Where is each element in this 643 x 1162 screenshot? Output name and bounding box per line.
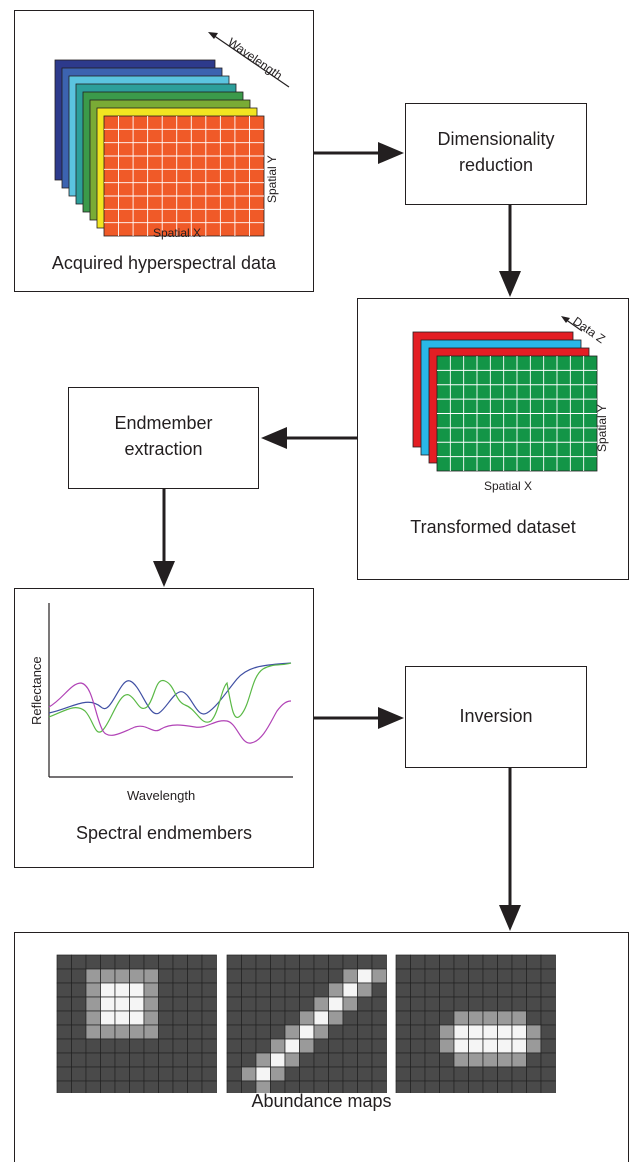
acquired-data-panel: Wavelength Spatial Y Spatial X Acquired … [14,10,314,292]
endmember-extraction-label: Endmember extraction [114,413,213,459]
transformed-dataset-caption: Transformed dataset [410,517,576,537]
abundance-map-3 [395,954,556,1093]
arrowhead-down-1 [499,271,521,297]
reflectance-axis-label: Reflectance [29,656,44,725]
spectral-endmembers-caption: Spectral endmembers [75,823,253,843]
arrowhead-left-1 [261,427,287,449]
acquired-data-caption: Acquired hyperspectral data [51,253,277,273]
spectral-endmembers-panel: Reflectance Wavelength Spectral endmembe… [14,588,314,868]
inversion-label: Inversion [459,706,533,726]
spatial-x-axis-label: Spatial X [484,479,532,493]
transformed-cube: Data Z Spatial Y Spatial X [412,314,609,493]
data-z-arrowhead [561,316,570,323]
abundance-pixel [540,1080,556,1093]
spatial-x-axis-label: Spatial X [153,226,201,240]
wavelength-arrow [212,34,290,88]
endmember-spectrum-1 [48,662,292,715]
abundance-map-2 [226,954,387,1093]
transformed-dataset-panel: Data Z Spatial Y Spatial X Transformed d… [357,298,629,580]
spatial-grid [104,116,264,236]
spatial-grid [437,356,597,471]
endmember-spectrum-2 [48,662,292,733]
abundance-maps-panel: Abundance maps [14,932,629,1162]
dimensionality-reduction-label: Dimensionality reduction [437,129,555,175]
arrowhead-down-3 [499,905,521,931]
arrowhead-right-1 [378,142,404,164]
spatial-y-axis-label: Spatial Y [595,404,609,452]
abundance-maps-caption: Abundance maps [251,1091,392,1111]
abundance-map-grids [56,954,556,1093]
dimensionality-reduction-box: Dimensionality reduction [405,103,587,205]
wavelength-bands [54,59,265,237]
endmember-spectrum-3 [48,682,292,744]
endmember-extraction-box: Endmember extraction [68,387,259,489]
data-z-arrow [564,318,583,332]
wavelength-band-8 [103,115,265,237]
spatial-y-axis-label: Spatial Y [265,155,279,203]
abundance-pixel [371,1080,387,1093]
wavelength-axis-label: Wavelength [127,788,195,803]
arrowhead-down-2 [153,561,175,587]
wavelength-arrowhead [208,32,218,39]
inversion-box: Inversion [405,666,587,768]
abundance-map-1 [56,954,217,1093]
abundance-pixel [201,1080,217,1093]
flow-connectors [153,142,521,931]
arrowhead-right-2 [378,707,404,729]
hyperspectral-cube: Wavelength Spatial Y Spatial X [54,32,290,240]
endmember-spectra-plot: Reflectance Wavelength [29,603,293,803]
